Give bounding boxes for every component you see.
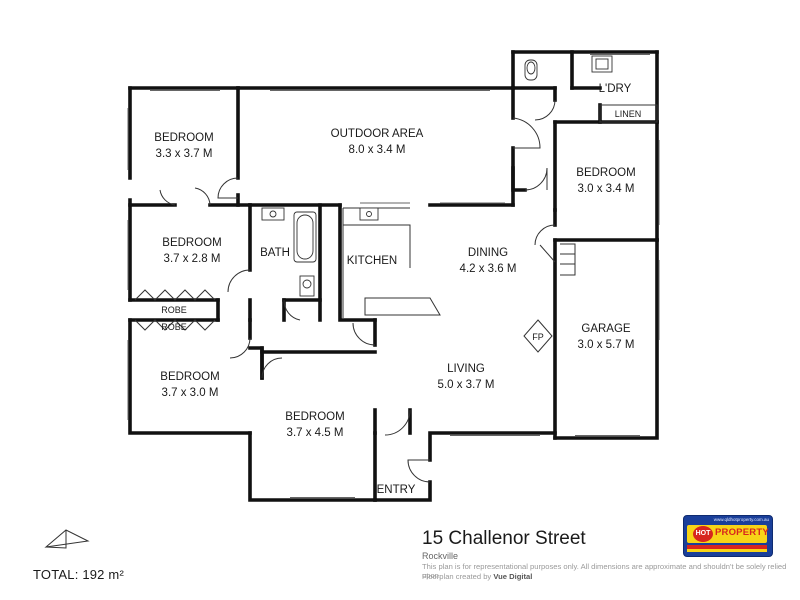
dining-size: 4.2 x 3.6 M	[460, 263, 517, 275]
bedroom-nw-size: 3.3 x 3.7 M	[156, 148, 213, 160]
door-bedroom-nw	[217, 177, 239, 199]
bath-name: BATH	[260, 247, 290, 259]
door-bedroom-ne	[524, 167, 548, 191]
door-laundry	[534, 99, 556, 121]
room-labels: BEDROOM 3.3 x 3.7 M OUTDOOR AREA 8.0 x 3…	[154, 83, 641, 496]
dining-name: DINING	[468, 247, 508, 259]
door-entry-front	[407, 459, 431, 483]
bedroom-ne-size: 3.0 x 3.4 M	[578, 183, 635, 195]
linen-cupboard	[599, 104, 658, 123]
living-name: LIVING	[447, 363, 485, 375]
door-entry	[384, 409, 411, 436]
kitchen-name: KITCHEN	[347, 255, 397, 267]
door-living	[352, 322, 376, 346]
garage-name: GARAGE	[581, 323, 631, 335]
door-garage	[534, 224, 556, 246]
robe1-name: ROBE	[161, 305, 187, 315]
kitchen-island	[364, 297, 441, 316]
bedroom-nw-name: BEDROOM	[154, 132, 213, 144]
fixtures	[44, 55, 658, 549]
logo-property: PROPERTY	[715, 527, 769, 538]
property-suburb: Rockville	[422, 551, 459, 561]
linen-name: LINEN	[615, 109, 642, 119]
walls	[128, 50, 659, 502]
door-hall-1	[227, 269, 251, 293]
fireplace-icon	[523, 319, 553, 353]
fireplace-name: FP	[532, 332, 544, 342]
living-size: 5.0 x 3.7 M	[438, 379, 495, 391]
entry-name: ENTRY	[377, 484, 416, 496]
total-area: TOTAL: 192 m²	[33, 567, 124, 582]
bedroom-w-size: 3.7 x 2.8 M	[164, 253, 221, 265]
outdoor-size: 8.0 x 3.4 M	[349, 144, 406, 156]
door-bedroom-s	[261, 357, 283, 379]
property-address: 15 Challenor Street	[422, 528, 586, 549]
north-arrow-icon	[44, 529, 90, 549]
bedroom-ne-name: BEDROOM	[576, 167, 635, 179]
credit-name: Vue Digital	[493, 572, 533, 581]
robe-doors	[134, 289, 216, 331]
bedroom-w-name: BEDROOM	[162, 237, 221, 249]
door-bedroom-w-double	[159, 187, 211, 206]
bedroom-s-size: 3.7 x 4.5 M	[287, 427, 344, 439]
outdoor-name: OUTDOOR AREA	[331, 128, 424, 140]
bedroom-s-name: BEDROOM	[285, 411, 344, 423]
laundry-name: L'DRY	[599, 83, 632, 95]
stairs	[560, 243, 576, 276]
disclaimer-text: This plan is for representational purpos…	[422, 562, 787, 580]
door-hall-2	[229, 337, 251, 359]
logo-url: www.qldhotproperty.com.au	[713, 517, 769, 522]
logo-hot: HOT	[693, 526, 713, 542]
credit-prefix: Floorplan created by	[422, 572, 492, 581]
doors	[159, 99, 556, 483]
door-outdoor	[512, 117, 541, 149]
agency-logo: www.qldhotproperty.com.au HOT PROPERTY	[683, 515, 773, 557]
robe2-name: ROBE	[161, 322, 187, 332]
bedroom-sw-name: BEDROOM	[160, 371, 219, 383]
bedroom-sw-size: 3.7 x 3.0 M	[162, 387, 219, 399]
garage-size: 3.0 x 5.7 M	[578, 339, 635, 351]
door-bath	[283, 299, 301, 321]
floorplan-credit: Floorplan created by Vue Digital	[422, 572, 532, 581]
windows	[127, 54, 660, 498]
